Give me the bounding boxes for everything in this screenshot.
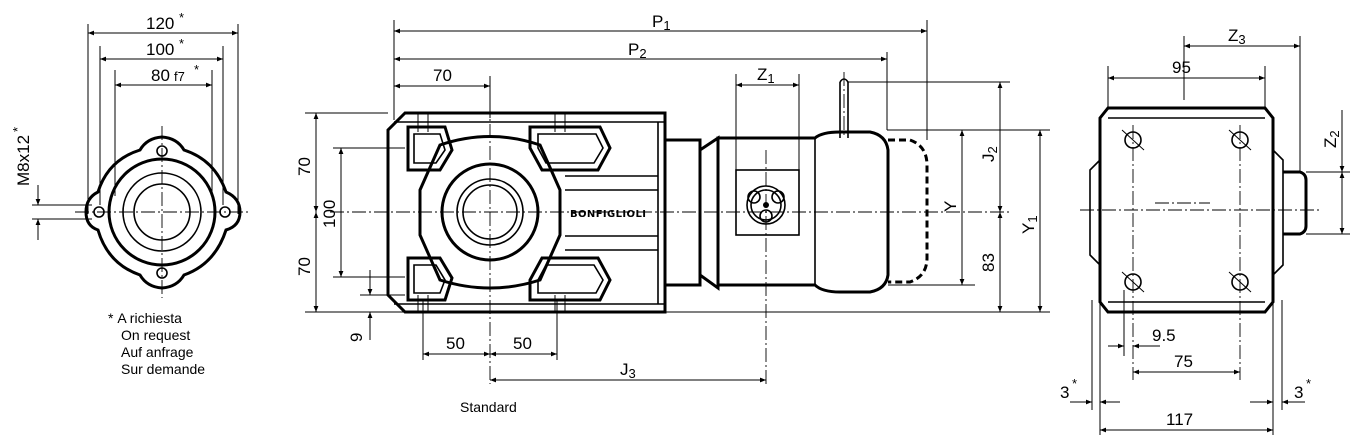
legend-asterisk: * xyxy=(108,310,114,326)
dim-95: 95 xyxy=(1172,58,1191,77)
dim-y: Y xyxy=(941,201,960,212)
legend-line-3: Auf anfrage xyxy=(121,344,194,360)
gearmotor-side-view: BONFIGLIOLI xyxy=(295,12,1050,384)
gearbox-end-view: Z3 95 Z2 9.5 75 3 * 3 * 117 xyxy=(1060,26,1350,435)
dim-83: 83 xyxy=(979,253,998,272)
dim-p2: P2 xyxy=(628,40,647,61)
dim-70-left-lower: 70 xyxy=(295,257,314,276)
dim-9-5: 9.5 xyxy=(1152,326,1176,345)
dim-75: 75 xyxy=(1174,352,1193,371)
dim-z3: Z3 xyxy=(1228,26,1246,47)
svg-text:*: * xyxy=(1072,376,1077,391)
dim-100-left: 100 xyxy=(320,200,339,228)
svg-text:*: * xyxy=(179,36,184,51)
dim-z2: Z2 xyxy=(1321,130,1342,148)
brand-label: BONFIGLIOLI xyxy=(570,209,646,220)
dim-y1: Y1 xyxy=(1019,215,1040,234)
dim-50-left: 50 xyxy=(446,334,465,353)
dim-100: 100 xyxy=(146,40,174,59)
svg-text:f7: f7 xyxy=(174,69,185,84)
dim-80-f7: 80 xyxy=(151,66,170,85)
dim-3-left: 3 xyxy=(1060,383,1069,402)
dim-117: 117 xyxy=(1166,410,1193,429)
dim-z1: Z1 xyxy=(757,65,775,86)
svg-text:*: * xyxy=(1306,376,1311,391)
dim-3-right: 3 xyxy=(1294,383,1303,402)
legend-line-1: A richiesta xyxy=(117,310,182,326)
svg-text:*: * xyxy=(10,127,25,132)
motor-body xyxy=(716,130,890,294)
legend-line-4: Sur demande xyxy=(121,361,206,377)
dim-p1: P1 xyxy=(652,12,671,33)
svg-text:*: * xyxy=(194,62,199,77)
dim-j2: J2 xyxy=(979,146,1000,162)
dim-70-left-upper: 70 xyxy=(295,157,314,176)
end-view-housing xyxy=(1098,106,1275,314)
dim-j3: J3 xyxy=(620,360,636,381)
dim-70-top: 70 xyxy=(433,66,452,85)
optional-brake-outline xyxy=(888,138,929,284)
legend-note: * A richiesta On request Auf anfrage Sur… xyxy=(108,310,205,378)
svg-text:*: * xyxy=(179,10,184,25)
dim-50-right: 50 xyxy=(513,334,532,353)
dim-9: 9 xyxy=(347,333,366,342)
dim-120: 120 xyxy=(146,14,174,33)
legend-line-2: On request xyxy=(121,327,191,343)
dim-m8x12: M8x12 xyxy=(14,135,33,186)
flange-front-view: 120 * 100 * 80 f7 * M8x12 * xyxy=(10,10,250,298)
standard-caption: Standard xyxy=(460,399,517,415)
